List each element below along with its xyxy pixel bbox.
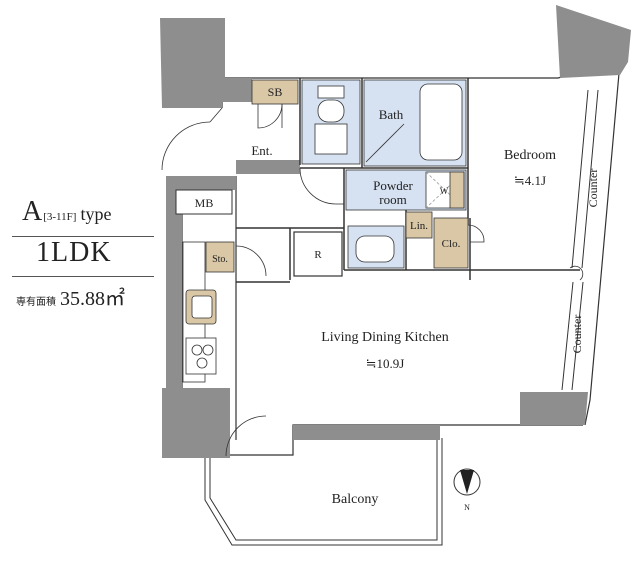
wall-bottom-right [520, 392, 588, 425]
wall-left-kitchen [166, 218, 182, 388]
entrance-label: Ent. [251, 143, 272, 158]
mb-label: MB [195, 196, 214, 210]
powder-label-2: room [379, 192, 406, 207]
fridge-label: R [314, 249, 322, 261]
bath-label: Bath [379, 107, 404, 122]
linen-label: Lin. [410, 220, 428, 232]
door-swings [161, 103, 584, 457]
unit-layout: 1LDK [36, 237, 112, 268]
bedroom-size: ≒4.1J [514, 173, 546, 188]
wall-bottom-mid [293, 425, 440, 440]
bath-door [365, 123, 405, 163]
unit-type-row: A[3-11F]type [22, 196, 111, 228]
sb-label: SB [268, 85, 283, 99]
wall-top-right [556, 5, 631, 78]
mb-cabinet [175, 189, 233, 215]
wall-bottom-left [162, 388, 230, 458]
title-divider-bottom [12, 276, 154, 277]
unit-letter: A [22, 196, 43, 227]
kitchen-hob [185, 337, 217, 375]
unit-type-word: type [80, 204, 112, 224]
balcony-outline [204, 438, 443, 546]
wall-left-entry [166, 176, 236, 218]
partitions [236, 78, 580, 283]
ldk-label: Living Dining Kitchen [321, 330, 449, 345]
kitchen-sink-bowl [191, 295, 213, 319]
unit-area-label: 専有面積 [16, 297, 56, 308]
powder-label-1: Powder [373, 178, 413, 193]
washer-label: W [440, 186, 449, 196]
wall-top-left [160, 18, 252, 108]
bedroom-label: Bedroom [504, 148, 556, 163]
counter-top-label: Counter [586, 169, 600, 208]
sb-cabinet [251, 79, 299, 105]
closet-label: Clo. [442, 238, 461, 250]
storage-label: Sto. [212, 254, 228, 265]
fridge-space [293, 231, 343, 277]
ldk-size: ≒10.9J [366, 356, 405, 371]
toilet-fixture [314, 85, 348, 155]
counters [561, 89, 599, 391]
unit-area: 35.88㎡ [60, 288, 125, 310]
compass-north-label: N [464, 503, 470, 512]
storage [205, 241, 235, 273]
structural-walls [160, 5, 631, 458]
bathtub [419, 83, 463, 161]
washer-pan-edge [449, 171, 465, 209]
closet [433, 217, 469, 269]
unit-area-row: 専有面積 35.88㎡ [16, 282, 125, 311]
compass [453, 468, 481, 496]
title-divider-top [12, 236, 154, 237]
balcony-label: Balcony [332, 492, 379, 507]
counter-bottom-label: Counter [570, 315, 584, 354]
wash-basin [355, 235, 395, 263]
linen-cupboard [405, 211, 433, 239]
wall-upper-corridor [236, 160, 300, 174]
unit-floors: [3-11F] [43, 211, 77, 223]
